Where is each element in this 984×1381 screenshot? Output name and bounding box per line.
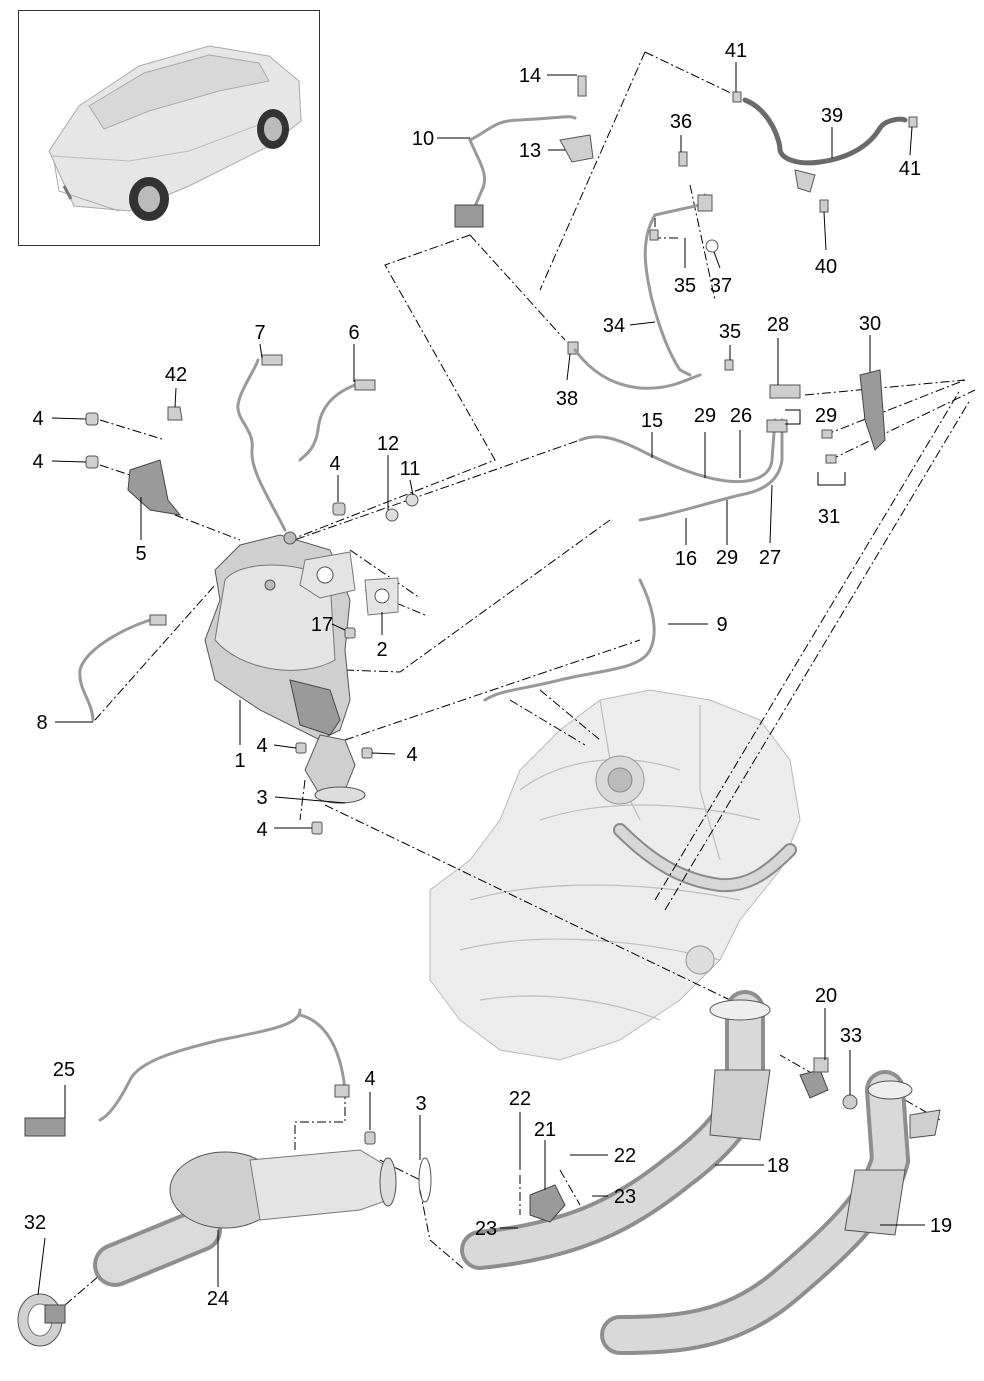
callout-29c: 29 [815, 405, 837, 427]
bracket-21 [529, 1184, 566, 1223]
callout-41b: 41 [899, 158, 921, 180]
callout-11: 11 [400, 458, 421, 480]
callout-6: 6 [348, 322, 359, 344]
heat-shield [127, 459, 182, 516]
callout-4f: 4 [256, 819, 267, 841]
callout-15: 15 [641, 410, 663, 432]
front-pipes [460, 990, 941, 1355]
engine-gearbox-background [429, 689, 801, 1061]
callout-22a: 22 [509, 1088, 531, 1110]
callout-4e: 4 [406, 744, 417, 766]
callout-3a: 3 [256, 787, 267, 809]
callout-12: 12 [377, 433, 399, 455]
callout-25: 25 [53, 1059, 75, 1081]
callout-1: 1 [234, 750, 245, 772]
callout-20: 20 [815, 985, 837, 1007]
vehicle-illustration [48, 45, 302, 221]
callout-8: 8 [36, 712, 47, 734]
callout-4c: 4 [329, 453, 340, 475]
clamp-32 [17, 1293, 66, 1347]
mid-lines [578, 369, 886, 522]
callout-5: 5 [135, 543, 146, 565]
callout-38: 38 [556, 388, 578, 410]
callout-26: 26 [730, 405, 752, 427]
bracket-42 [167, 406, 183, 421]
oxygen-sensors [24, 354, 656, 1137]
callout-18: 18 [767, 1155, 789, 1177]
callout-23b: 23 [475, 1218, 497, 1240]
callout-41a: 41 [725, 40, 747, 62]
callout-29a: 29 [694, 405, 716, 427]
callout-36: 36 [670, 111, 692, 133]
callout-17: 17 [311, 614, 333, 636]
callout-39: 39 [821, 105, 843, 127]
callout-30: 30 [859, 313, 881, 335]
gaskets [299, 551, 399, 616]
callout-34: 34 [603, 315, 625, 337]
callout-23a: 23 [614, 1186, 636, 1208]
callout-4a: 4 [32, 408, 43, 430]
callout-9: 9 [716, 614, 727, 636]
callout-19: 19 [930, 1215, 952, 1237]
callout-40: 40 [815, 256, 837, 278]
callout-35b: 35 [719, 321, 741, 343]
upper-lines [454, 97, 908, 390]
vehicle-locator-inset [18, 10, 320, 246]
callout-33: 33 [840, 1025, 862, 1047]
callout-31: 31 [818, 506, 840, 528]
callout-labels: 1 2 3 3 4 4 4 4 4 4 4 5 6 7 8 9 10 11 12… [24, 40, 952, 1310]
callout-27: 27 [759, 547, 781, 569]
callout-16: 16 [675, 548, 697, 570]
callout-28: 28 [767, 314, 789, 336]
callout-42: 42 [165, 364, 187, 386]
callout-14: 14 [519, 65, 541, 87]
callout-21: 21 [534, 1119, 556, 1141]
callout-13: 13 [519, 140, 541, 162]
callout-35a: 35 [674, 275, 696, 297]
callout-4g: 4 [364, 1068, 375, 1090]
callout-3b: 3 [415, 1093, 426, 1115]
callout-10: 10 [412, 128, 434, 150]
callout-32: 32 [24, 1212, 46, 1234]
callout-24: 24 [207, 1288, 229, 1310]
callout-29b: 29 [716, 547, 738, 569]
callout-22b: 22 [614, 1145, 636, 1167]
rear-filter [93, 1149, 432, 1287]
callout-4b: 4 [32, 451, 43, 473]
callout-37: 37 [710, 275, 732, 297]
assembly-lines [64, 51, 976, 1306]
callout-7: 7 [254, 322, 265, 344]
leader-lines [37, 62, 925, 1296]
callout-2: 2 [376, 639, 387, 661]
callout-4d: 4 [256, 735, 267, 757]
